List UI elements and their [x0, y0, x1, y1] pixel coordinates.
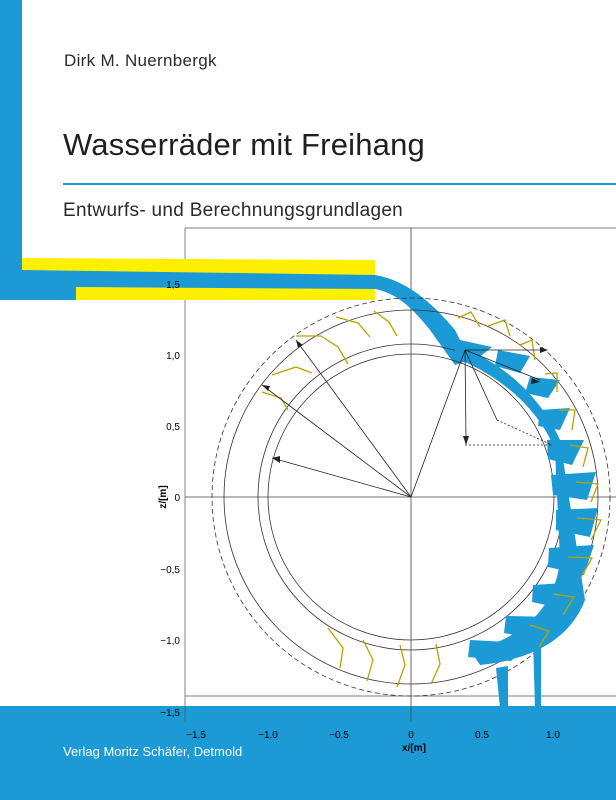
y-tick-neg-1-0: −1,0: [160, 636, 180, 647]
x-tick-neg-1-0: −1.0: [258, 730, 278, 741]
arrow-heads: [262, 340, 548, 463]
y-tick-neg-0-5: −0,5: [160, 565, 180, 576]
y-tick-labels: 1,5 1,0 0,5 0 −0,5 −1,0 −1,5: [160, 280, 180, 719]
velocity-arrows: [261, 339, 553, 498]
x-tick-neg-0-5: −0.5: [329, 730, 349, 741]
y-tick-neg-1-5: −1,5: [160, 708, 180, 719]
x-axis-label: x/[m]: [402, 743, 426, 754]
wheel-blades: [261, 310, 603, 688]
y-tick-0-5: 0,5: [166, 422, 180, 433]
x-tick-0: 0: [408, 730, 414, 741]
x-tick-neg-1-5: −1.5: [186, 730, 206, 741]
x-tick-labels: −1.5 −1.0 −0.5 0 0.5 1.0: [186, 730, 560, 741]
wheel-circles: [211, 297, 611, 697]
bottom-color-band: [0, 706, 616, 800]
author-name: Dirk M. Nuernbergk: [64, 51, 217, 70]
x-tick-1-0: 1.0: [546, 730, 560, 741]
y-axis-label: z/[m]: [158, 485, 169, 508]
book-subtitle: Entwurfs- und Berechnungsgrundlagen: [63, 200, 404, 221]
title-divider: [63, 183, 616, 185]
x-tick-0-5: 0.5: [475, 730, 489, 741]
y-tick-1-0: 1,0: [166, 351, 180, 362]
y-tick-0: 0: [174, 493, 180, 504]
book-title: Wasserräder mit Freihang: [63, 127, 425, 162]
water-cells: [455, 340, 598, 708]
y-tick-1-5: 1,5: [166, 280, 180, 291]
headrace-channel: [22, 258, 470, 365]
publisher-name: Verlag Moritz Schäfer, Detmold: [63, 744, 243, 759]
left-accent-bar: [0, 0, 22, 300]
